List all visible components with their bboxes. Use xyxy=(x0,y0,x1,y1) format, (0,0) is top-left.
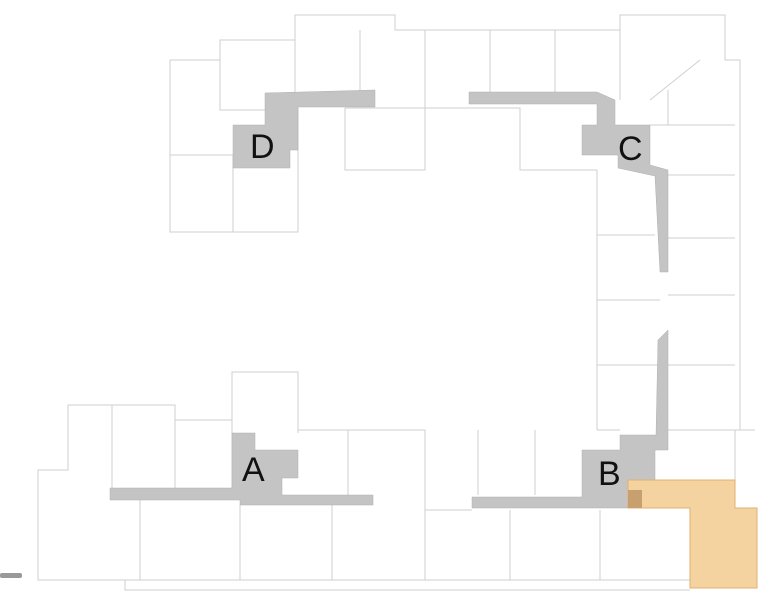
highlighted-unit[interactable] xyxy=(627,479,758,589)
highlighted-unit-overlap xyxy=(628,490,642,508)
corridor-d xyxy=(232,89,376,169)
corridor-c xyxy=(468,91,669,273)
label-b: B xyxy=(598,455,621,493)
corridors xyxy=(109,89,669,509)
label-a: A xyxy=(242,451,265,489)
label-c: C xyxy=(618,130,643,168)
scale-bar xyxy=(0,573,22,578)
corridor-a xyxy=(109,432,374,506)
label-d: D xyxy=(250,128,275,166)
